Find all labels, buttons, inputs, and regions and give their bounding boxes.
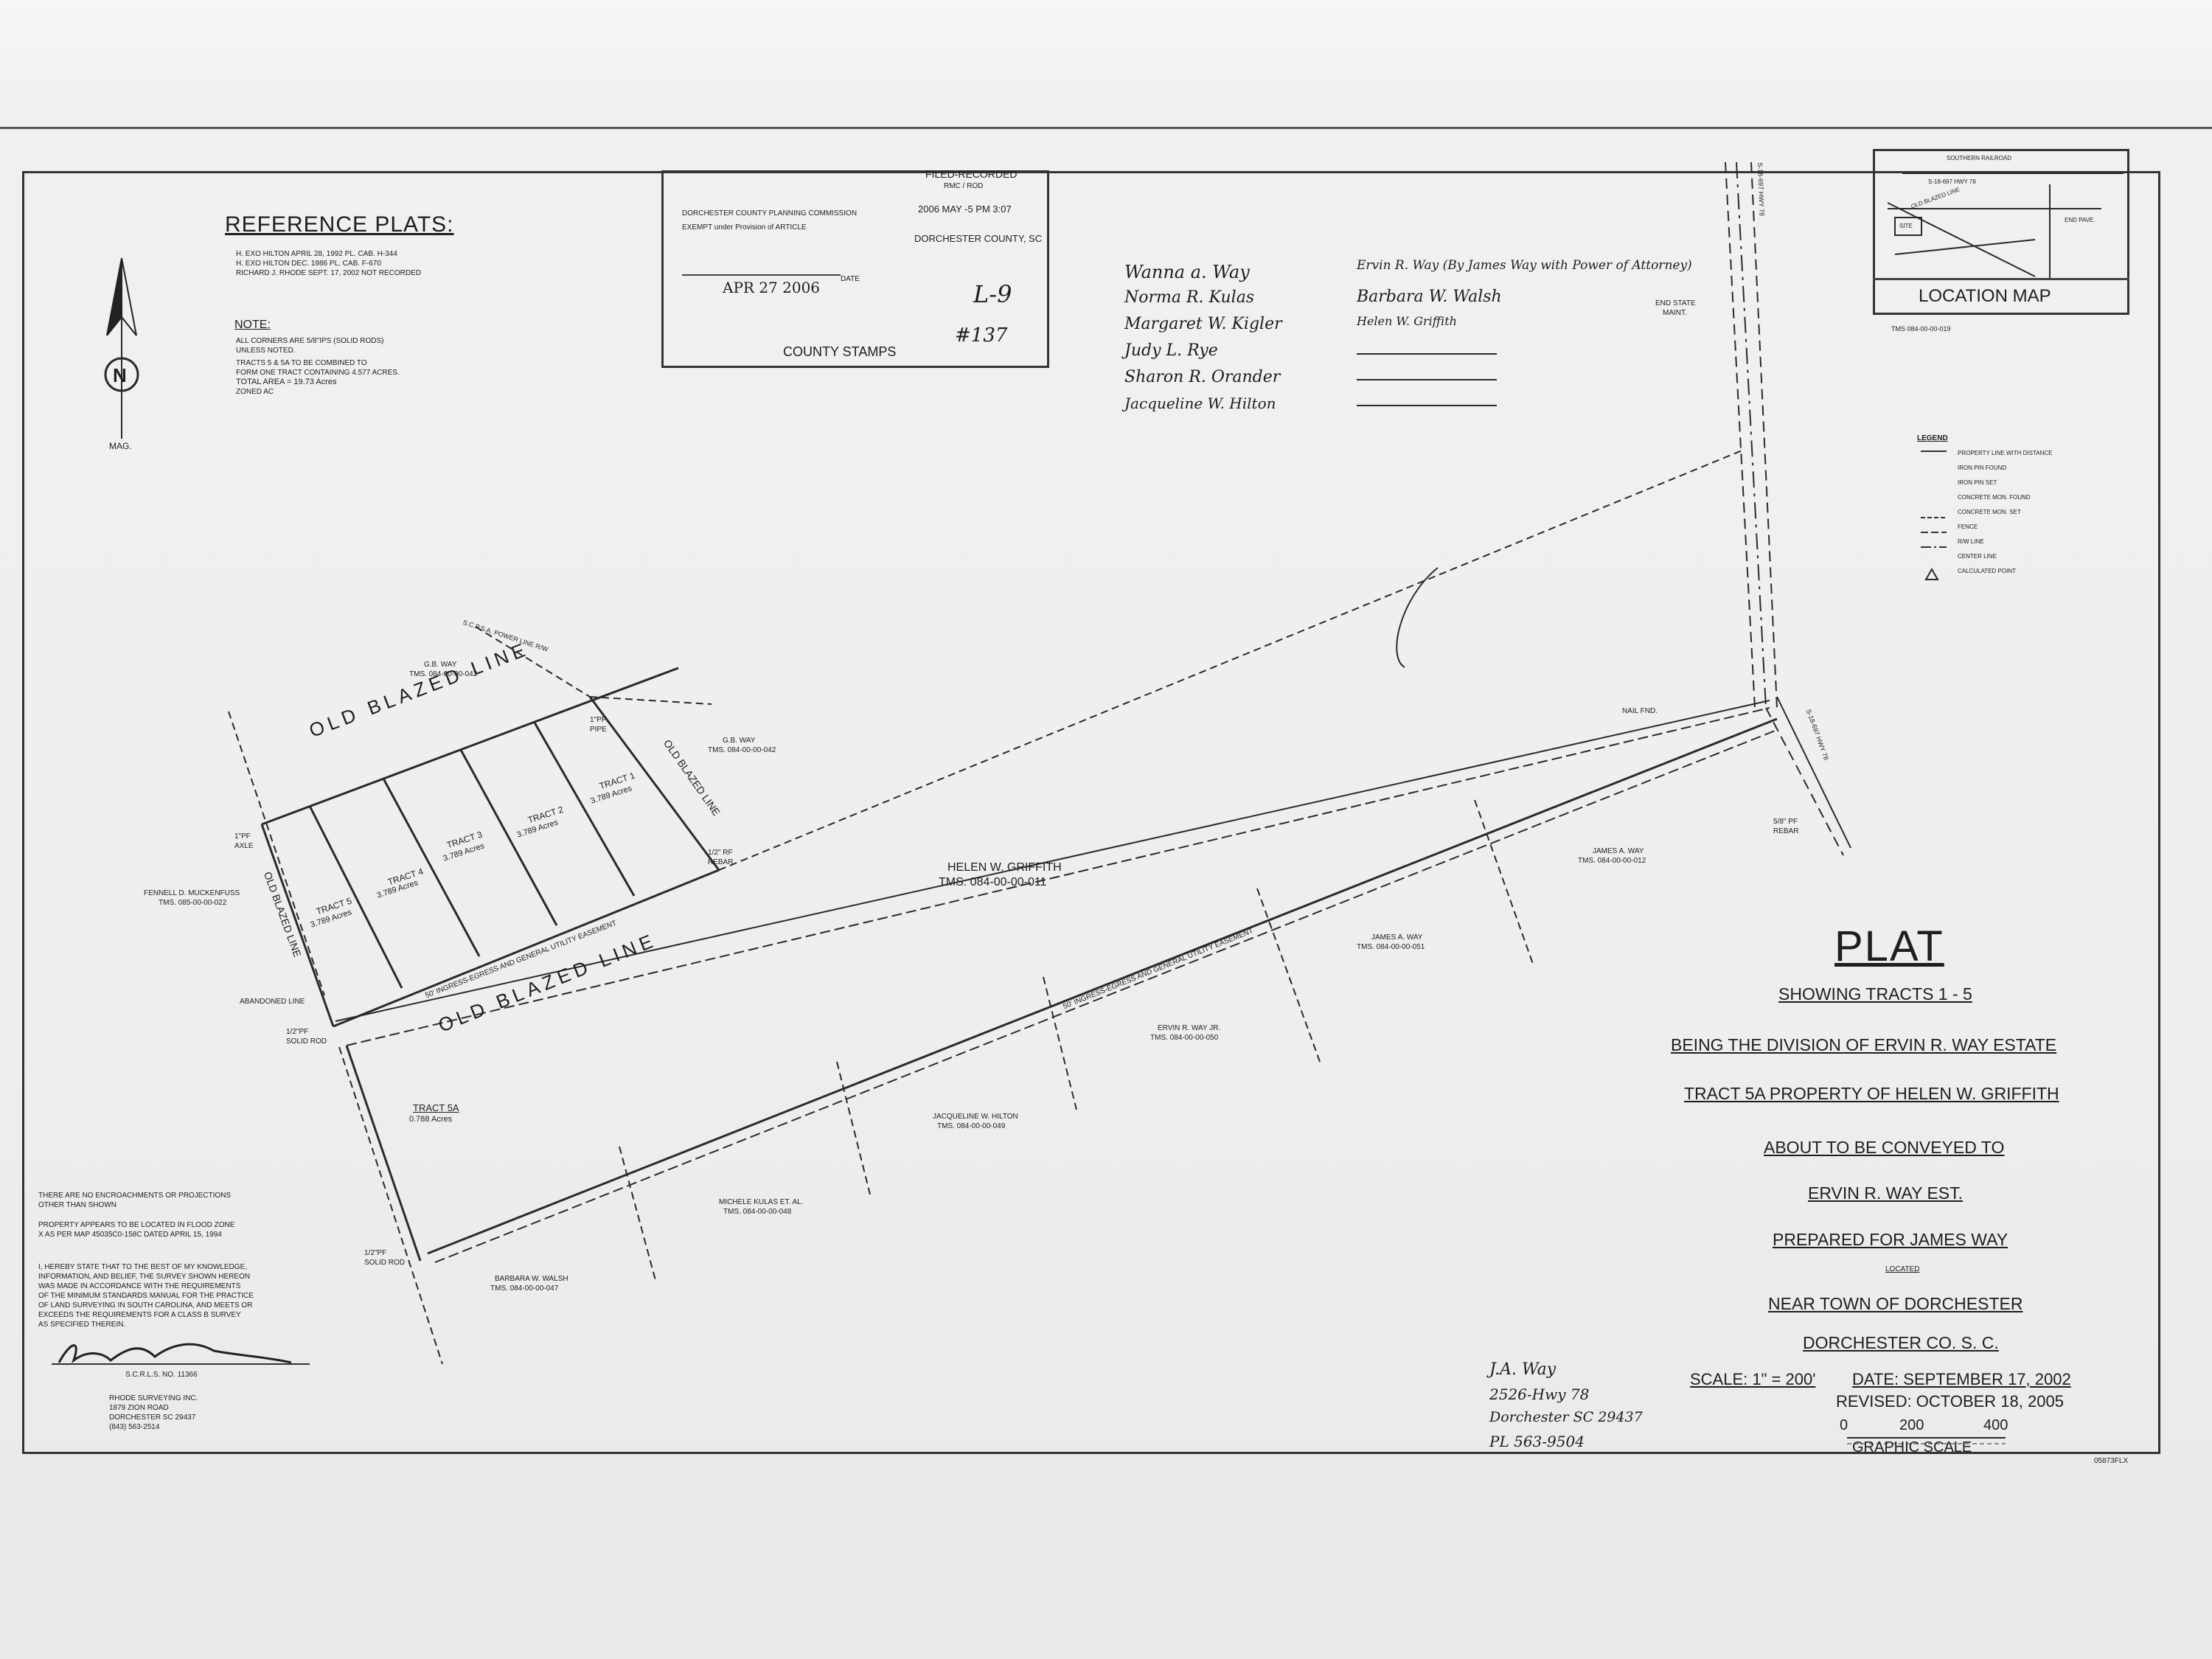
- label-michele: MICHELE KULAS ET. AL. TMS. 084-00-00-048: [719, 1198, 804, 1216]
- county-stamps-label: COUNTY STAMPS: [783, 344, 897, 359]
- label-james2: JAMES A. WAY TMS. 084-00-00-051: [1357, 933, 1425, 951]
- planning-commission: DORCHESTER COUNTY PLANNING COMMISSION: [682, 209, 858, 218]
- being-division: BEING THE DIVISION OF ERVIN R. WAY ESTAT…: [1671, 1035, 2057, 1054]
- north-letter: N: [113, 364, 127, 386]
- filed-recorded: FILED-RECORDED: [925, 168, 1018, 180]
- location-map-tms: TMS 084-00-00-019: [1891, 325, 1951, 333]
- legend-title: LEGEND: [1917, 434, 1948, 442]
- handwritten-address: J.A. Way 2526-Hwy 78 Dorchester SC 29437…: [1489, 1360, 1643, 1450]
- location-map-box: [1873, 149, 2129, 315]
- label-jacqueline: JACQUELINE W. HILTON TMS. 084-00-00-049: [933, 1113, 1018, 1130]
- signatures-right: Ervin R. Way (By James Way with Power of…: [1357, 258, 1692, 328]
- scale-tick-200: 200: [1899, 1417, 1924, 1433]
- paper-fold-line: [0, 127, 2212, 129]
- survey-firm: RHODE SURVEYING INC. 1879 ZION ROAD DORC…: [109, 1394, 198, 1431]
- reference-plats-list: H. EXO HILTON APRIL 28, 1992 PL. CAB. H-…: [236, 250, 421, 277]
- plat-sheet-border: [22, 171, 2160, 1454]
- label-solid-rod-2: 1/2"PF SOLID ROD: [364, 1249, 406, 1267]
- surveyor-statement: I, HEREBY STATE THAT TO THE BEST OF MY K…: [38, 1263, 254, 1329]
- drawing-number: 05873FLX: [2094, 1457, 2129, 1465]
- showing-tracts: SHOWING TRACTS 1 - 5: [1778, 984, 1972, 1004]
- location-map-title: LOCATION MAP: [1919, 286, 2051, 306]
- filed-time: 2006 MAY -5 PM 3:07: [918, 204, 1012, 215]
- dorchester-county: DORCHESTER CO. S. C.: [1803, 1333, 1999, 1352]
- tract5a-property: TRACT 5A PROPERTY OF HELEN W. GRIFFITH: [1684, 1084, 2059, 1103]
- label-helen-tms: TMS. 084-00-00-011: [939, 876, 1047, 888]
- label-barbara: BARBARA W. WALSH TMS. 084-00-00-047: [490, 1275, 568, 1293]
- label-road-top: S-18-697 HWY 78: [1756, 162, 1766, 217]
- paper-top-edge: [0, 0, 2212, 125]
- label-nail: NAIL FND.: [1622, 707, 1658, 715]
- note-title: NOTE:: [234, 319, 271, 331]
- signatures-left: Wanna a. Way Norma R. Kulas Margaret W. …: [1124, 262, 1282, 412]
- label-ervin-jr: ERVIN R. WAY JR. TMS. 084-00-00-050: [1150, 1024, 1221, 1042]
- old-blazed-line-right: [588, 696, 720, 871]
- north-arrow-icon: [106, 257, 122, 336]
- loc-label-hwy: S-18-697 HWY 78: [1928, 178, 1976, 185]
- flood-note: PROPERTY APPEARS TO BE LOCATED IN FLOOD …: [38, 1221, 235, 1239]
- label-gb-way: G.B. WAY TMS. 084-00-00-042: [409, 661, 478, 678]
- stamp-hand-137: #137: [955, 324, 1008, 347]
- graphic-scale: GRAPHIC SCALE: [1852, 1439, 1972, 1455]
- loc-label-site: SITE: [1899, 223, 1913, 229]
- stamp-date: APR 27 2006: [723, 279, 821, 296]
- stamp-date-label: DATE: [841, 275, 860, 283]
- scale-text: SCALE: 1" = 200': [1690, 1370, 1816, 1388]
- about-to-be-conveyed: ABOUT TO BE CONVEYED TO: [1764, 1138, 2005, 1157]
- north-circle: [104, 357, 139, 392]
- old-blazed-line-left: [260, 824, 335, 1027]
- county-stamps-box: [661, 170, 1049, 368]
- revised-text: REVISED: OCTOBER 18, 2005: [1836, 1392, 2064, 1411]
- ervin-estate: ERVIN R. WAY EST.: [1808, 1183, 1964, 1203]
- stamp-date-line: [682, 274, 841, 276]
- scale-tick-0: 0: [1840, 1417, 1848, 1433]
- loc-label-railroad: SOUTHERN RAILROAD: [1947, 155, 2012, 161]
- located-label: LOCATED: [1885, 1265, 1920, 1273]
- north-mag-label: MAG.: [109, 441, 132, 451]
- stamp-hand-l9: L-9: [973, 280, 1012, 308]
- label-rebar: 1/2" RF REBAR: [708, 849, 734, 866]
- label-solid-rod-1: 1/2"PF SOLID ROD: [286, 1028, 327, 1046]
- prepared-for: PREPARED FOR JAMES WAY: [1773, 1230, 2008, 1249]
- old-blazed-line-bottom: [333, 869, 720, 1028]
- registration-number: S.C.R.L.S. NO. 11366: [125, 1371, 198, 1379]
- label-end-state: END STATE MAINT.: [1655, 299, 1696, 317]
- label-james1: JAMES A. WAY TMS. 084-00-00-012: [1578, 847, 1646, 865]
- date-text: DATE: SEPTEMBER 17, 2002: [1852, 1370, 2071, 1388]
- old-blazed-line-top: [261, 667, 679, 826]
- plat-title: PLAT: [1834, 922, 1944, 970]
- scale-tick-400: 400: [1983, 1417, 2008, 1433]
- label-rebar-2: 5/8" PF REBAR: [1773, 818, 1799, 835]
- label-fennell: FENNELL D. MUCKENFUSS TMS. 085-00-00-022: [144, 889, 240, 907]
- location-map-divider: [1873, 278, 2129, 280]
- label-axle: 1"PF AXLE: [234, 832, 254, 850]
- label-abandoned: ABANDONED LINE: [240, 998, 305, 1006]
- label-helen-name: HELEN W. GRIFFITH: [947, 861, 1062, 874]
- loc-label-endpave: END PAVE.: [2065, 217, 2096, 223]
- exempt-text: EXEMPT under Provision of ARTICLE: [682, 223, 807, 232]
- reference-plats-title: REFERENCE PLATS:: [225, 212, 454, 237]
- label-tract5a: TRACT 5A: [413, 1102, 459, 1113]
- filed-sub: RMC / ROD: [944, 182, 984, 190]
- encroach-note: THERE ARE NO ENCROACHMENTS OR PROJECTION…: [38, 1192, 232, 1209]
- legend-list: PROPERTY LINE WITH DISTANCE IRON PIN FOU…: [1958, 450, 2053, 574]
- near-town: NEAR TOWN OF DORCHESTER: [1768, 1294, 2023, 1313]
- filed-county: DORCHESTER COUNTY, SC: [914, 233, 1043, 244]
- label-tract5a-ac: 0.788 Acres: [409, 1115, 453, 1124]
- label-pipe: 1"PF PIPE: [590, 716, 607, 734]
- calculated-point-icon: [1924, 567, 1939, 580]
- label-gb-way2: G.B. WAY TMS. 084-00-00-042: [708, 737, 776, 754]
- note-lines: ALL CORNERS ARE 5/8"IPS (SOLID RODS) UNL…: [236, 337, 400, 396]
